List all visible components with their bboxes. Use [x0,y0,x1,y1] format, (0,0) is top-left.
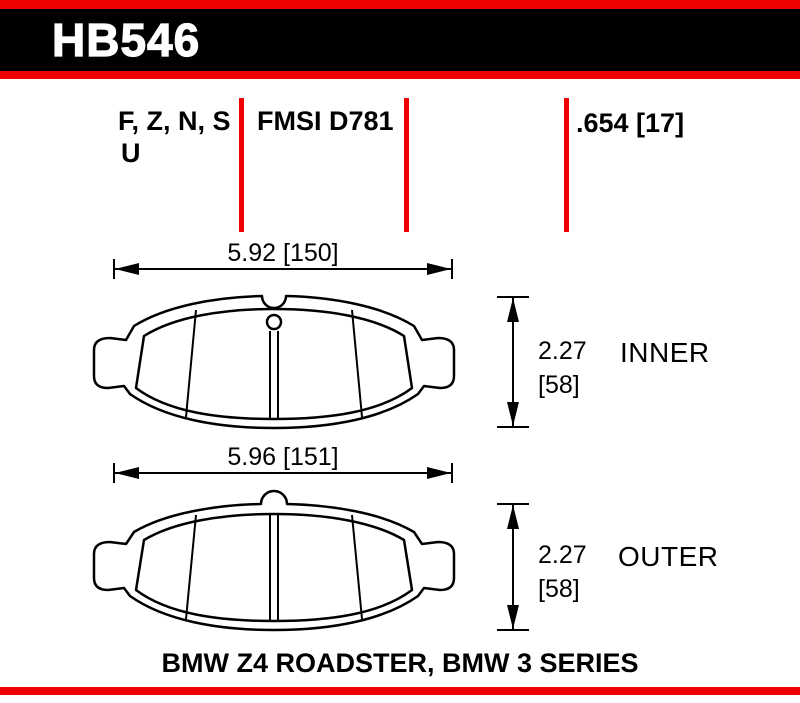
fmsi-number: FMSI D781 [257,106,394,136]
up-arrowhead-icon [507,298,519,322]
part-number: HB546 [51,13,201,66]
outer-pad-friction-outline [134,512,414,623]
right-arrowhead-icon [427,263,451,275]
right-arrowhead-icon [427,467,451,479]
inner-pad-drawing [92,294,456,430]
header-bar: HB546 [0,9,800,71]
left-arrowhead-icon [115,467,139,479]
vehicle-applications: BMW Z4 ROADSTER, BMW 3 SERIES [161,648,639,678]
up-arrowhead-icon [507,505,519,529]
down-arrowhead-icon [507,402,519,426]
header-bottom-red-stripe [0,71,800,79]
left-arrowhead-icon [115,263,139,275]
spec-divider-3 [564,98,569,232]
inner-pad-height-mm: [58] [538,371,580,399]
bottom-red-stripe [0,687,800,695]
outer-pad-height-arrow [497,503,529,631]
inner-pad-position-label: INNER [620,337,710,368]
pad-thickness: .654 [17] [576,108,685,138]
outer-pad-center-slot [269,515,279,620]
outer-pad-segment-lines [185,514,363,620]
outer-pad-position-label: OUTER [618,541,719,572]
outer-pad-height-mm: [58] [538,575,580,603]
outer-pad-height-inches: 2.27 [538,541,587,569]
down-arrowhead-icon [507,605,519,629]
inner-pad-center-slot [269,331,279,418]
outer-pad-width-arrow [113,463,453,483]
inner-pad-height-arrow [497,296,529,428]
outer-pad-backing-outline [92,489,456,632]
inner-pad-height-inches: 2.27 [538,337,587,365]
wear-sensor-hole [265,313,283,331]
top-red-stripe [0,0,800,9]
spec-divider-1 [239,98,244,232]
inner-pad-backing-outline [92,294,456,430]
outer-pad-drawing [92,489,456,632]
compound-codes-line2: U [121,138,141,168]
inner-pad-friction-outline [134,307,414,421]
outer-pad-width-dimension: 5.96 [151] [227,443,339,471]
inner-pad-width-arrow [113,259,453,279]
inner-pad-width-dimension: 5.92 [150] [227,239,339,267]
compound-codes-line1: F, Z, N, S [118,106,231,136]
spec-divider-2 [404,98,409,232]
inner-pad-segment-lines [185,309,363,418]
